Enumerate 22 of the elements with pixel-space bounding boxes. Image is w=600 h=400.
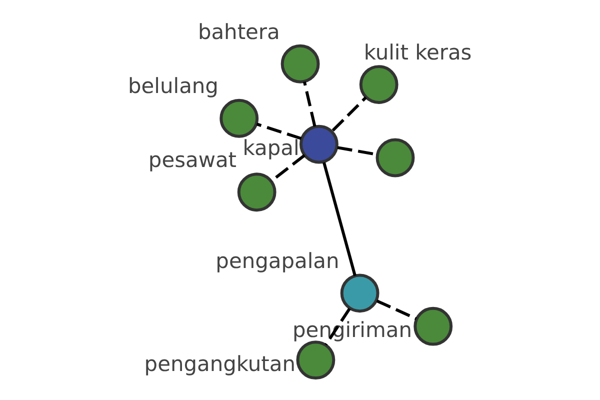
node-circle [376, 138, 415, 178]
node-circle [340, 274, 380, 313]
node-label: pengangkutan [144, 352, 296, 376]
connector [322, 162, 356, 276]
node-label: belulang [128, 74, 218, 98]
node-label: pengapalan [216, 249, 340, 274]
connector [302, 81, 316, 127]
node-circle [296, 340, 336, 380]
node-label: pesawat [148, 148, 236, 172]
connector [270, 154, 306, 182]
node-circle [280, 44, 320, 84]
node-label: kulit keras [364, 40, 472, 64]
node-circle [300, 124, 338, 164]
node-circle [414, 306, 453, 346]
node-circle [359, 65, 398, 104]
connector [256, 122, 302, 140]
connector [376, 300, 417, 320]
node-circle [237, 172, 276, 212]
connector [332, 96, 367, 132]
node-circle [220, 98, 259, 138]
node-label: bahtera [198, 20, 280, 44]
node-label: kapal [242, 136, 300, 160]
